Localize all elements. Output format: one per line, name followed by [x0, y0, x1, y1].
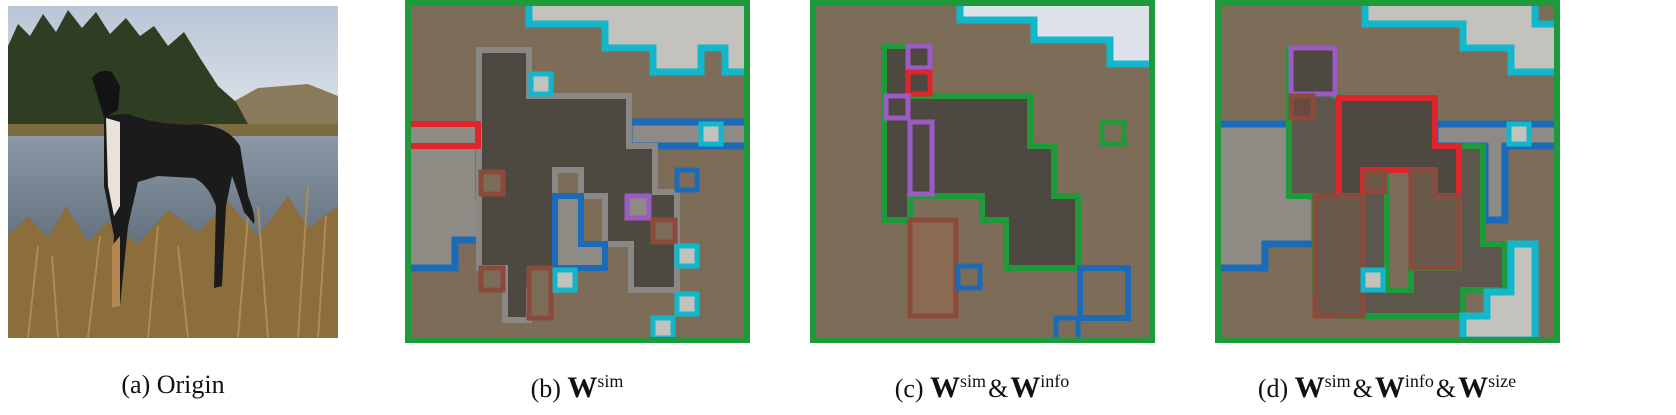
segmentation-map-sim-info-size [1215, 0, 1560, 343]
caption-sim-info: (c) Wsim&Winfo [895, 372, 1070, 403]
segmentation-map-sim [405, 0, 750, 343]
superscript-sim: sim [1325, 371, 1351, 391]
superscript-info: info [1405, 371, 1434, 391]
superscript-size: size [1488, 371, 1516, 391]
brown-patch [910, 220, 956, 316]
superscript-sim: sim [597, 371, 623, 391]
brown-region [1315, 196, 1363, 316]
brown-patch [481, 172, 503, 194]
caption-sim-info-size: (d) Wsim&Winfo&Wsize [1258, 372, 1516, 403]
blue-patch [1102, 122, 1124, 144]
matrix-symbol: W [930, 371, 960, 404]
purple-patch [910, 122, 932, 194]
brown-patch [653, 220, 675, 242]
cyan-patch [1509, 124, 1529, 144]
purple-patch [1291, 48, 1335, 94]
cyan-patch [653, 318, 673, 338]
brown-patch [1365, 172, 1385, 192]
ampersand: & [988, 374, 1008, 403]
brown-patch [481, 268, 503, 290]
cyan-patch [677, 246, 697, 266]
brown-patch [529, 268, 551, 318]
water-region-right [629, 122, 750, 146]
matrix-symbol: W [1375, 371, 1405, 404]
matrix-symbol: W [567, 371, 597, 404]
blue-patch [958, 266, 980, 288]
cyan-patch [1363, 270, 1383, 290]
caption-prefix: (d) [1258, 374, 1288, 403]
caption-prefix: (c) [895, 374, 924, 403]
caption-origin: (a) Origin [121, 372, 224, 398]
brown-patch [1291, 96, 1313, 118]
purple-patch [908, 46, 930, 68]
matrix-symbol: W [1010, 371, 1040, 404]
caption-prefix: (b) [531, 374, 561, 403]
ampersand: & [1436, 374, 1456, 403]
matrix-symbol: W [1295, 371, 1325, 404]
red-patch [908, 72, 930, 94]
red-patch [408, 124, 478, 146]
blue-patch [677, 170, 697, 190]
matrix-symbol: W [1458, 371, 1488, 404]
caption-origin-text: (a) Origin [121, 370, 224, 399]
purple-patch [886, 96, 908, 118]
superscript-info: info [1040, 371, 1069, 391]
cyan-patch [531, 74, 551, 94]
purple-patch [627, 196, 649, 218]
origin-image [8, 6, 338, 338]
cyan-patch [677, 294, 697, 314]
caption-sim: (b) Wsim [531, 372, 624, 403]
superscript-sim: sim [960, 371, 986, 391]
cyan-patch [555, 270, 575, 290]
blue-patch [1056, 318, 1078, 340]
cyan-patch [701, 124, 721, 144]
blue-region [1080, 268, 1128, 318]
segmentation-map-sim-info [810, 0, 1155, 343]
ampersand: & [1353, 374, 1373, 403]
